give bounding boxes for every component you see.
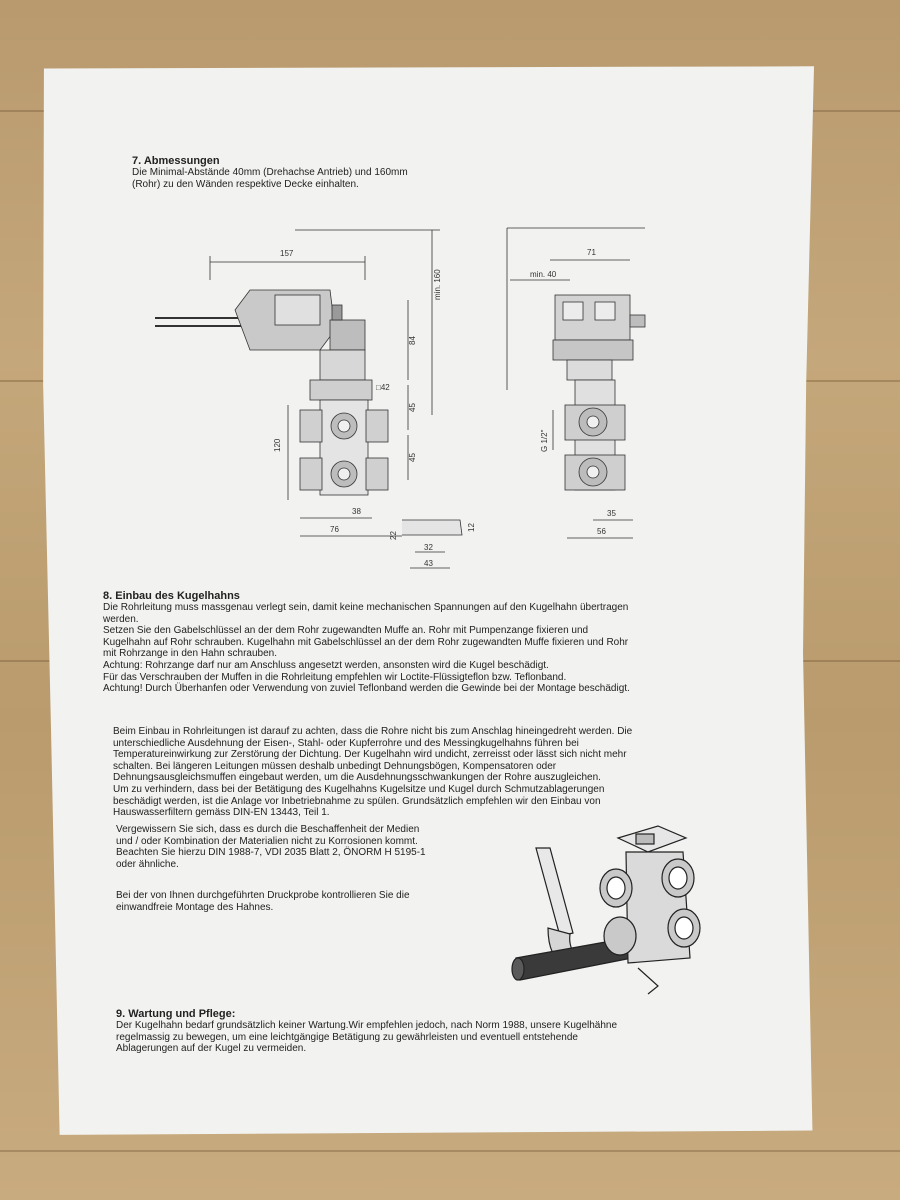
text-line: und / oder Kombination der Materialien n… xyxy=(116,835,418,847)
dim-label: 84 xyxy=(408,336,417,345)
dim-label: min. 160 xyxy=(433,269,442,300)
text-line: Um zu verhindern, dass bei der Betätigun… xyxy=(113,783,605,795)
section-8-title: 8. Einbau des Kugelhahns xyxy=(103,590,240,602)
text-line: oder ähnliche. xyxy=(116,858,179,870)
text-line: Setzen Sie den Gabelschlüssel an der dem… xyxy=(103,625,589,637)
dim-label: 43 xyxy=(424,559,433,568)
text-line: Ablagerungen auf der Kugel zu vermeiden. xyxy=(116,1043,307,1055)
section-7-line: Die Minimal-Abstände 40mm (Drehachse Ant… xyxy=(132,167,408,178)
dim-label: 45 xyxy=(408,403,417,412)
section-7-line: (Rohr) zu den Wänden respektive Decke ei… xyxy=(132,179,359,190)
dim-label: 71 xyxy=(587,248,596,257)
text-line: Beachten Sie hierzu DIN 1988-7, VDI 2035… xyxy=(116,847,426,859)
text-line: schalten. Bei längeren Leitungen müssen … xyxy=(113,760,557,772)
text-line: Achtung! Durch Überhanfen oder Verwendun… xyxy=(103,683,630,695)
text-line: werden. xyxy=(103,613,139,625)
valve-side-drawing: 71 min. 40 G 1/2" 35 56 xyxy=(506,227,646,539)
text-line: mit Rohrzange in den Hahn schrauben. xyxy=(103,648,277,660)
section-8-block-c: Vergewissern Sie sich, dass es durch die… xyxy=(116,824,486,870)
dim-label: 120 xyxy=(273,438,282,452)
text-line: Die Rohrleitung muss massgenau verlegt s… xyxy=(103,602,629,613)
section-9-title: 9. Wartung und Pflege: xyxy=(116,1008,236,1020)
section-9-body: Der Kugelhahn bedarf grundsätzlich keine… xyxy=(116,1020,736,1055)
section-7: 7. Abmessungen Die Minimal-Abstände 40mm… xyxy=(132,155,408,191)
text-line: regelmassig zu bewegen, um eine leichtgä… xyxy=(116,1031,578,1043)
dim-label: 157 xyxy=(280,249,294,258)
section-8-block-d: Bei der von Ihnen durchgeführten Druckpr… xyxy=(116,890,486,913)
section-9: 9. Wartung und Pflege: Der Kugelhahn bed… xyxy=(116,1008,736,1055)
dim-label: 56 xyxy=(597,527,606,536)
dim-label: min. 40 xyxy=(530,270,557,279)
text-line: Kugelhahn auf Rohr schrauben. Kugelhahn … xyxy=(103,636,629,648)
text-line: Bei der von Ihnen durchgeführten Druckpr… xyxy=(116,890,410,901)
section-8-block-b: Beim Einbau in Rohrleitungen ist darauf … xyxy=(113,726,738,819)
wrench-installation-illustration xyxy=(511,825,701,995)
dim-label: □42 xyxy=(376,383,390,392)
text-line: Vergewissern Sie sich, dass es durch die… xyxy=(116,824,420,835)
text-line: Hauswasserfiltern gemäss DIN-EN 13443, T… xyxy=(113,807,330,819)
text-line: einwandfreie Montage des Hahnes. xyxy=(116,901,274,913)
text-line: Temperatureinwirkung zur Zerstörung der … xyxy=(113,749,627,761)
text-line: unterschiedliche Ausdehnung der Eisen-, … xyxy=(113,737,579,749)
valve-front-drawing: 157 min. 160 84 □42 45 45 120 38 76 22 1… xyxy=(155,229,476,569)
dim-label: 76 xyxy=(330,525,339,534)
section-8-block-a: Die Rohrleitung muss massgenau verlegt s… xyxy=(103,602,743,695)
text-line: Achtung: Rohrzange darf nur am Anschluss… xyxy=(103,659,549,671)
dim-label: G 1/2" xyxy=(540,429,549,452)
section-7-title: 7. Abmessungen xyxy=(132,155,220,167)
dim-label: 22 xyxy=(389,531,398,540)
dim-label: 45 xyxy=(408,453,417,462)
dim-label: 38 xyxy=(352,507,361,516)
dim-label: 12 xyxy=(467,523,476,532)
text-line: beschädigt werden, ist die Anlage vor In… xyxy=(113,795,601,807)
dim-label: 35 xyxy=(607,509,616,518)
text-line: Für das Verschrauben der Muffen in die R… xyxy=(103,671,567,683)
text-line: Beim Einbau in Rohrleitungen ist darauf … xyxy=(113,726,633,737)
section-8: 8. Einbau des Kugelhahns Die Rohrleitung… xyxy=(103,590,743,695)
text-line: Der Kugelhahn bedarf grundsätzlich keine… xyxy=(116,1020,618,1031)
wood-grain xyxy=(0,1150,900,1152)
text-line: Dehnungsausgleichsmuffen eingebaut werde… xyxy=(113,772,601,784)
dim-label: 32 xyxy=(424,543,433,552)
